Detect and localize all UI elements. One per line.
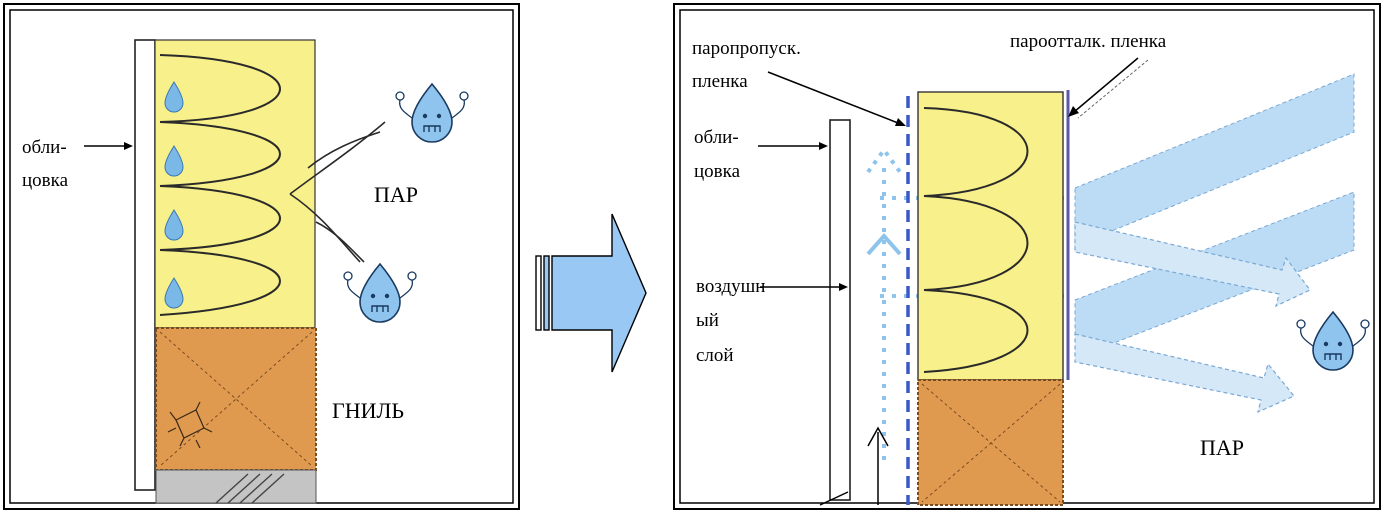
- air-gap-label-2: ый: [696, 310, 719, 331]
- right-facing-label-1: обли-: [694, 127, 739, 148]
- right-steam-label: ПАР: [1200, 435, 1244, 460]
- permeable-film-label-1: паропропуск.: [692, 38, 801, 59]
- fungus-icon: [167, 401, 213, 449]
- right-insulation-block: [917, 91, 1064, 381]
- insulation-block: [154, 39, 316, 329]
- insulation-wave: [159, 54, 281, 316]
- facing-board: [134, 39, 156, 491]
- left-panel: обли- цовка ПАР ГНИЛЬ: [3, 3, 520, 510]
- rot-label: ГНИЛЬ: [332, 398, 404, 423]
- steam-flow-arrows: [1074, 73, 1355, 414]
- left-steam-label: ПАР: [374, 182, 418, 207]
- right-facing-board: [829, 119, 851, 501]
- left-facing-label-2: цовка: [22, 170, 69, 191]
- permeable-film-label-2: пленка: [692, 71, 748, 92]
- barrier-film-label: пароотталк. пленка: [1010, 31, 1167, 52]
- steam-entry-lines: [289, 121, 386, 263]
- right-facing-label-2: цовка: [694, 161, 741, 182]
- air-gap-label-3: слой: [696, 345, 734, 366]
- right-panel: паропропуск. пленка пароотталк. пленка о…: [673, 3, 1381, 510]
- left-facing-label-1: обли-: [22, 137, 67, 158]
- base-block: [155, 469, 317, 504]
- transition-arrow-icon: [535, 213, 647, 373]
- right-insulation-wave: [923, 107, 1029, 373]
- air-gap-label-1: воздушн: [696, 276, 765, 297]
